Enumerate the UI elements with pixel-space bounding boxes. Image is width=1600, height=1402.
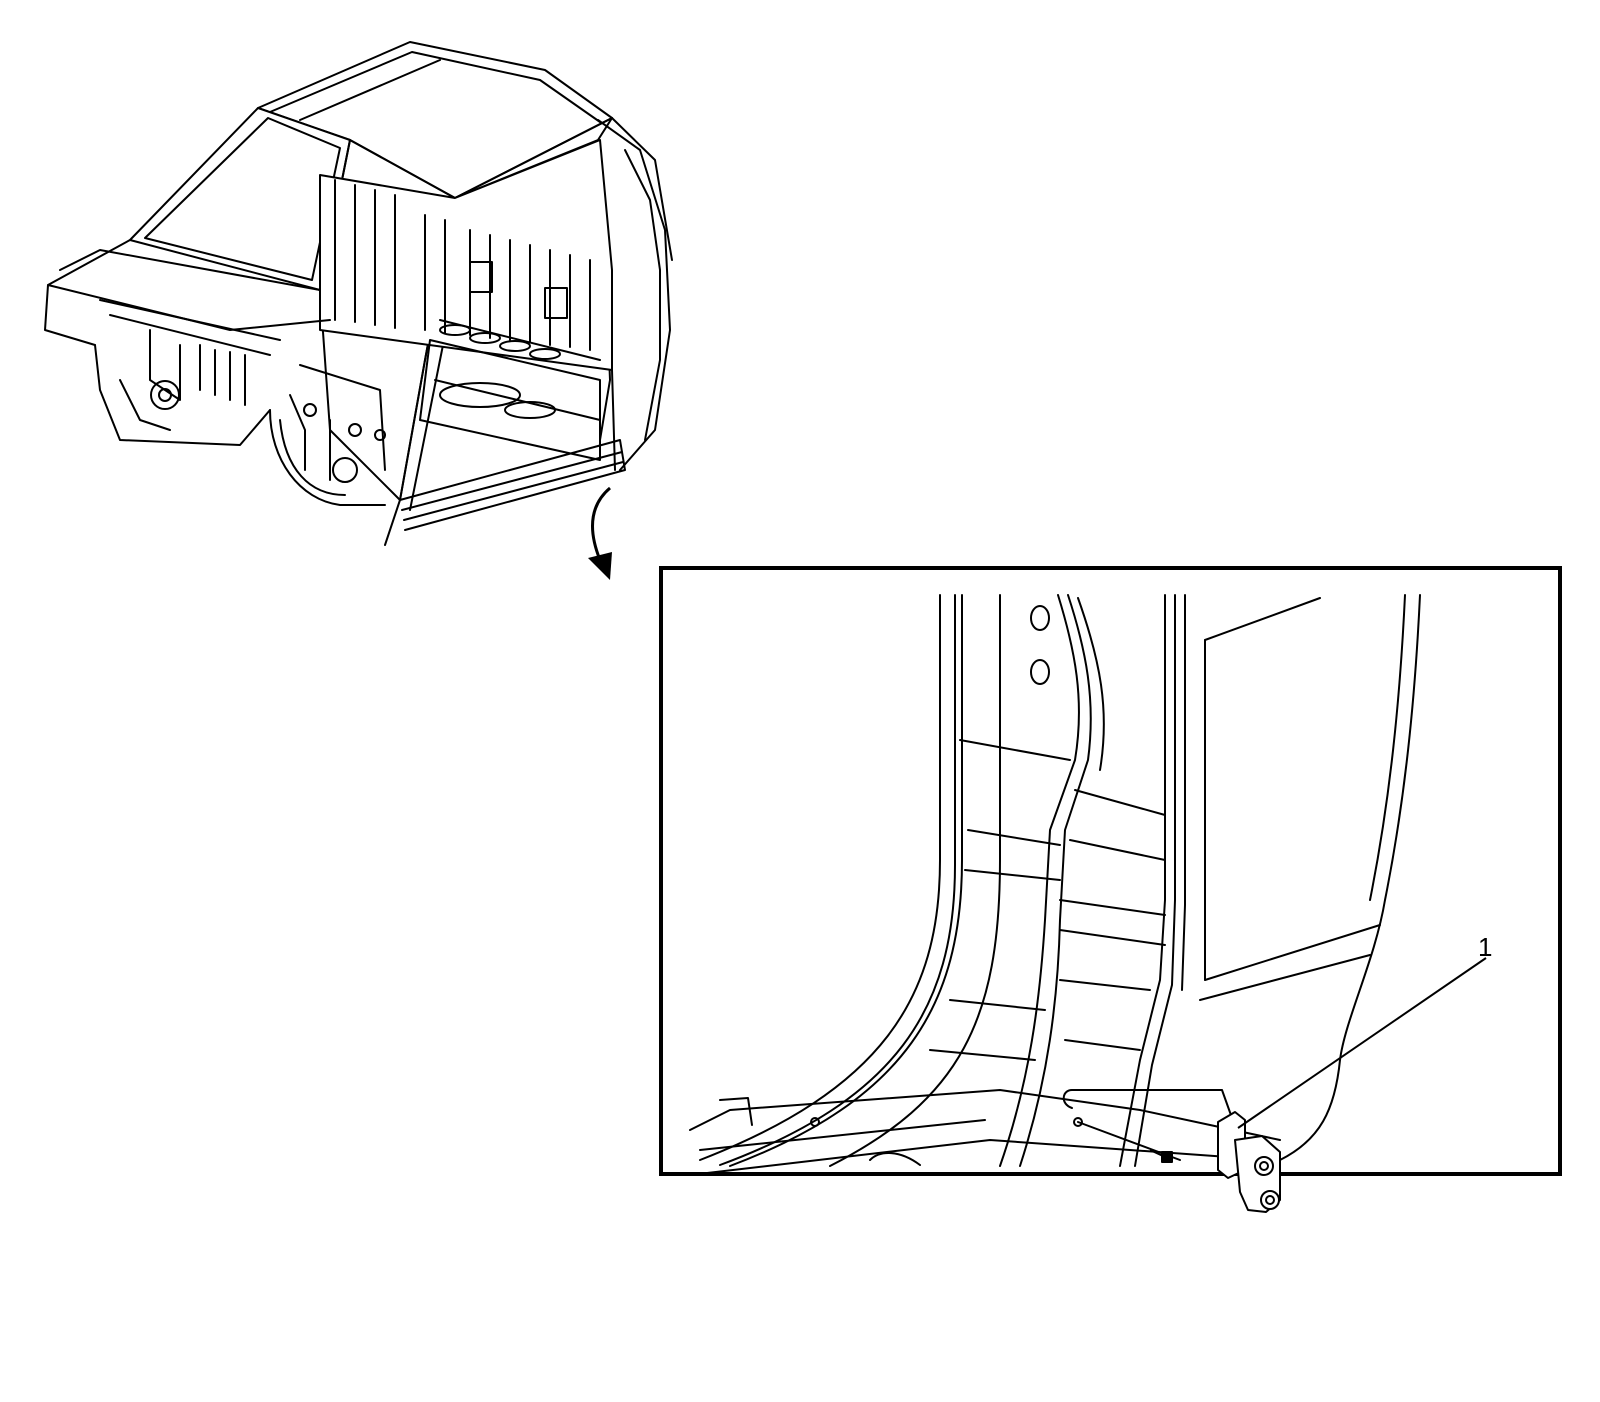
zoom-arrow <box>588 486 612 580</box>
callout-1: 1 <box>1237 932 1492 1129</box>
sensor-module-illustration <box>1149 1111 1281 1213</box>
callout-1-label: 1 <box>1478 932 1492 962</box>
cab-overview-illustration <box>44 41 673 546</box>
door-opening-closeup <box>689 594 1421 1176</box>
detail-inset-frame <box>659 566 1562 1176</box>
detail-inset: 1 <box>659 566 1562 1213</box>
